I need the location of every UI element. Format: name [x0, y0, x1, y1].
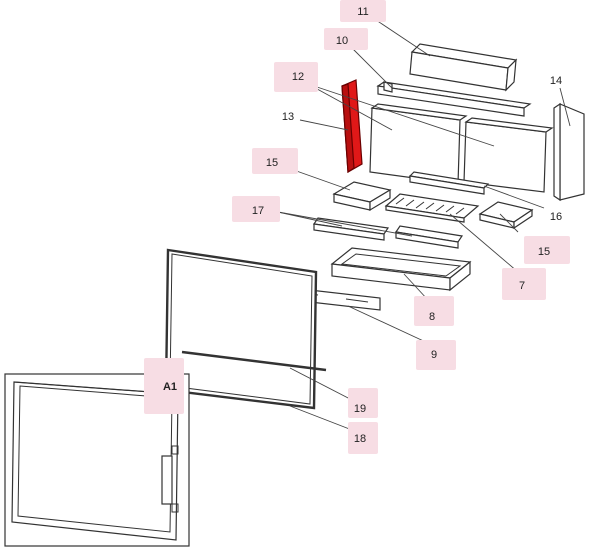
label-8-text: 8 [429, 311, 435, 323]
label-9-text: 9 [431, 349, 437, 361]
label-17-text: 17 [252, 205, 264, 217]
label-13: 13 [282, 111, 294, 123]
label-8: 8 [414, 296, 454, 326]
part-13-side-brick-highlighted[interactable] [341, 79, 363, 174]
part-14-right-side-brick[interactable] [553, 102, 585, 202]
part-15-right-block[interactable] [478, 201, 534, 230]
part-10-top-bar[interactable] [376, 81, 532, 117]
part-7-grate[interactable] [384, 193, 480, 223]
part-11-baffle-plate[interactable] [409, 43, 518, 92]
label-12: 12 [274, 62, 318, 92]
label-11-box [340, 0, 386, 22]
label-18: 18 [348, 422, 378, 454]
label-19-text: 19 [354, 403, 366, 415]
label-14: 14 [550, 75, 562, 87]
label-10: 10 [324, 28, 368, 50]
label-a1-text: A1 [163, 381, 177, 393]
label-16-text: 16 [550, 211, 562, 223]
label-18-text: 18 [354, 433, 366, 445]
label-14-text: 14 [550, 75, 562, 87]
label-a1: A1 [144, 358, 184, 414]
label-15-left: 15 [252, 148, 298, 174]
label-11: 11 [340, 0, 386, 22]
part-16-top-bar[interactable] [408, 171, 490, 195]
label-15-left-text: 15 [266, 157, 278, 169]
label-7-text: 7 [519, 280, 525, 292]
label-13-text: 13 [282, 111, 294, 123]
label-11-text: 11 [357, 6, 368, 18]
label-12-text: 12 [292, 71, 304, 83]
label-10-text: 10 [336, 35, 348, 47]
label-15-right-text: 15 [538, 246, 550, 258]
assembly-a1-door[interactable] [4, 373, 190, 547]
label-15-right: 15 [524, 236, 570, 264]
part-13-edge [341, 83, 355, 174]
label-16: 16 [550, 211, 562, 223]
label-7: 7 [502, 268, 546, 300]
leader-lines [277, 15, 571, 431]
part-19-glass-strip[interactable] [181, 350, 327, 372]
label-17: 17 [232, 196, 280, 222]
part-8-ash-tray[interactable] [330, 247, 472, 292]
label-19: 19 [348, 388, 378, 418]
part-15-left-block[interactable] [332, 181, 392, 212]
door-glass-frame[interactable] [164, 248, 318, 410]
part-12-back-bricks[interactable] [369, 103, 554, 193]
label-9: 9 [416, 340, 456, 370]
